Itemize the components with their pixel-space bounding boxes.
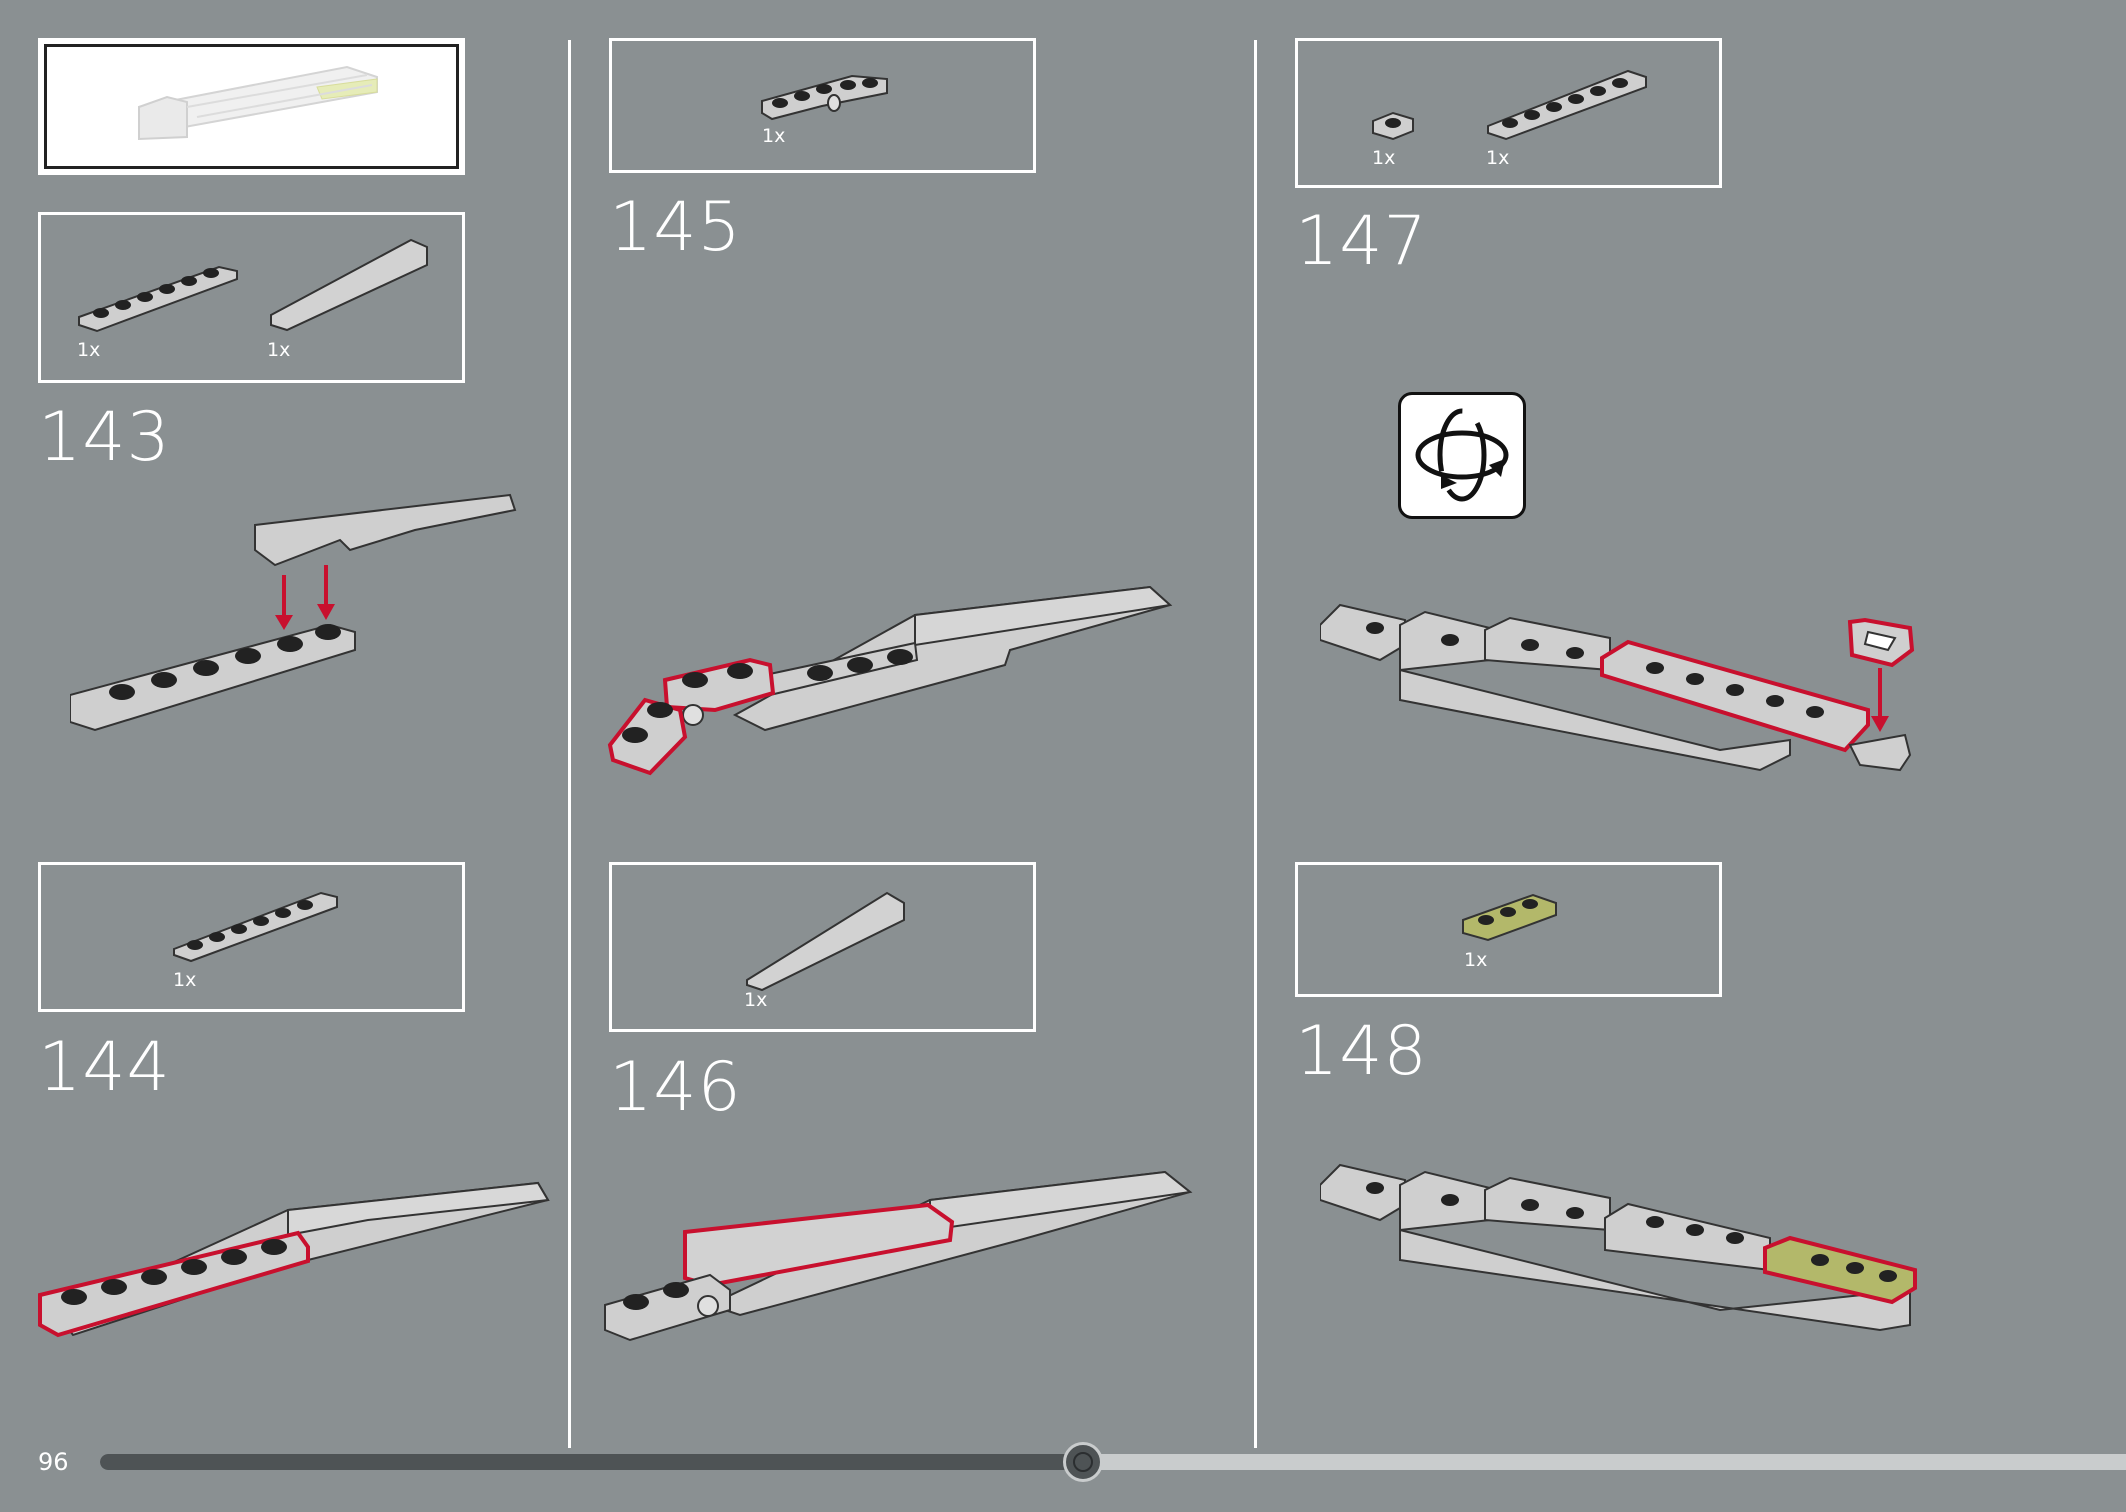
step-144-parts-image — [173, 891, 338, 963]
step-146-parts-box: 1x — [609, 862, 1036, 1032]
step-147-part-1-qty: 1x — [1372, 147, 1396, 169]
step-144-parts-box: 1x — [38, 862, 465, 1012]
step-147-part-2-qty: 1x — [1486, 147, 1510, 169]
plate-1x6-part — [1487, 69, 1647, 141]
tile-1x1-part — [1372, 111, 1414, 141]
step-148-part-1-qty: 1x — [1464, 949, 1488, 971]
step-148-number: 148 — [1295, 1012, 1428, 1091]
step-144-number: 144 — [38, 1028, 171, 1107]
step-145-parts-image — [761, 74, 888, 121]
step-147-number: 147 — [1295, 202, 1428, 281]
progress-knob[interactable] — [1063, 1442, 1103, 1482]
column-divider-1 — [568, 40, 571, 1448]
step-145-part-1-qty: 1x — [762, 125, 786, 147]
progress-fill — [100, 1454, 1083, 1470]
step-145-parts-box: 1x — [609, 38, 1036, 173]
step-143-parts-image — [78, 238, 428, 333]
wedge-slope-part — [270, 238, 428, 332]
plate-1x6-part — [173, 891, 338, 963]
step-146-number: 146 — [609, 1048, 742, 1127]
step-143-part-2-qty: 1x — [267, 339, 291, 361]
step-143-parts-box: 1x 1x — [38, 212, 465, 383]
step-143-number: 143 — [38, 398, 171, 477]
step-143-model — [70, 493, 517, 732]
step-148-parts-image — [1462, 893, 1557, 942]
plate-1x3-olive-part — [1462, 893, 1557, 942]
step-144-model — [38, 1181, 550, 1338]
step-148-parts-box: 1x — [1295, 862, 1722, 997]
column-divider-2 — [1254, 40, 1257, 1448]
step-143-part-1-qty: 1x — [77, 339, 101, 361]
step-145-model — [607, 585, 1173, 776]
step-146-model — [604, 1170, 1193, 1342]
step-146-part-1-qty: 1x — [744, 989, 768, 1011]
submodel-preview-image — [138, 65, 378, 141]
hinge-plate-part — [761, 74, 888, 121]
page-number: 96 — [38, 1448, 69, 1476]
step-147-model — [1320, 603, 1915, 772]
step-148-model — [1320, 1163, 1917, 1332]
wedge-slope-part — [746, 891, 905, 992]
submodel-preview — [38, 38, 465, 175]
step-146-parts-image — [746, 891, 905, 992]
plate-1x6-part — [78, 265, 238, 333]
step-144-part-1-qty: 1x — [173, 969, 197, 991]
step-145-number: 145 — [609, 188, 742, 267]
rotate-model-icon — [1398, 392, 1526, 519]
step-147-parts-image — [1372, 69, 1647, 141]
step-147-parts-box: 1x 1x — [1295, 38, 1722, 188]
